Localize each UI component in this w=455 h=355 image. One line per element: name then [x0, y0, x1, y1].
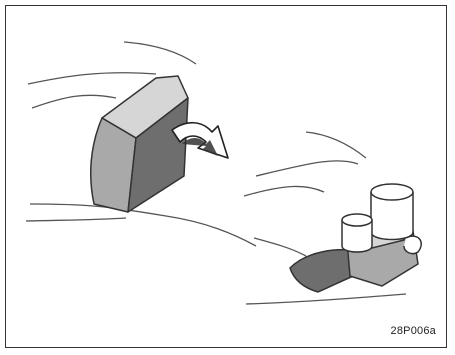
cup-holder-illustration — [6, 6, 448, 349]
figure-code: 28P006a — [391, 325, 436, 337]
figure-frame: 28P006a — [5, 5, 447, 348]
small-cup-ring — [342, 214, 372, 252]
large-cup-ring — [371, 184, 413, 240]
open-cup-holder — [290, 184, 421, 292]
open-holder-hook — [404, 236, 421, 253]
